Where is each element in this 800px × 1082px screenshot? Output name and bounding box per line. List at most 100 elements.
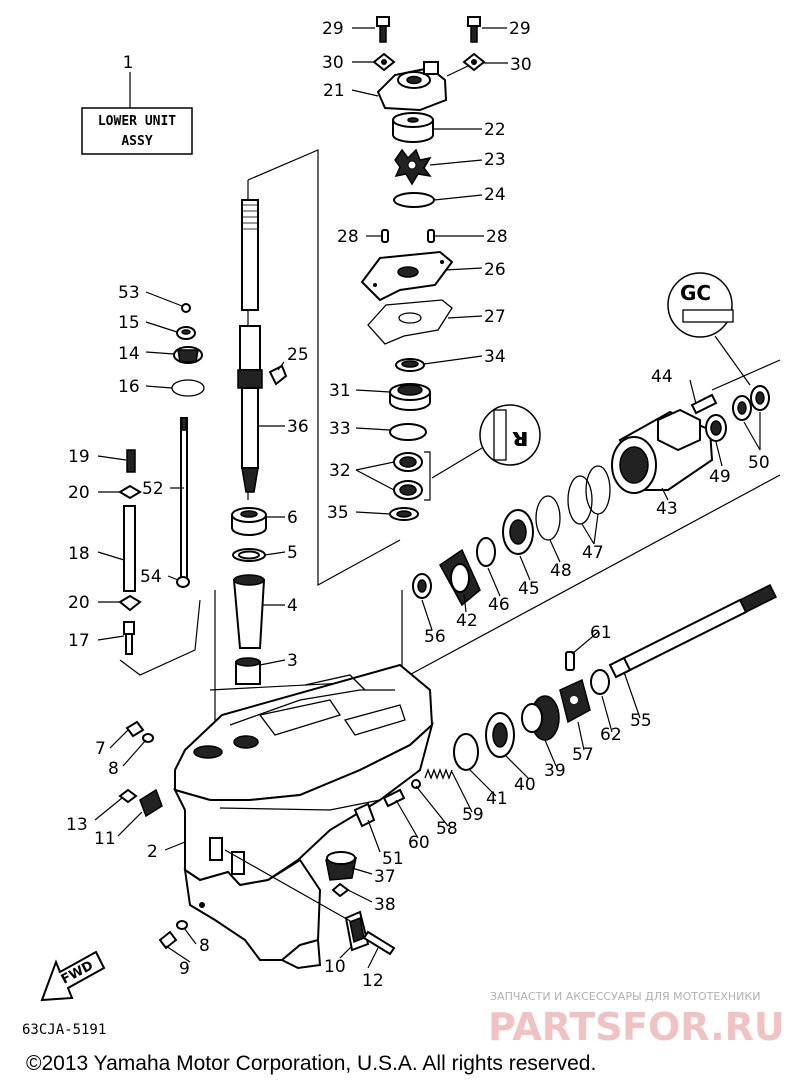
rod-guide-15	[176, 326, 196, 340]
label-9: 9	[179, 959, 190, 979]
label-36: 36	[287, 417, 309, 437]
o-ring-47a	[567, 475, 593, 525]
label-20b: 20	[68, 593, 90, 613]
label-5: 5	[287, 543, 298, 563]
label-20a: 20	[68, 483, 90, 503]
washer-30-left	[372, 52, 396, 72]
reverse-gear-39	[521, 695, 560, 741]
label-24: 24	[484, 185, 506, 205]
needle-bearing-3	[235, 657, 261, 685]
label-40: 40	[514, 775, 536, 795]
label-47: 47	[582, 543, 604, 563]
label-25: 25	[287, 345, 309, 365]
label-28b: 28	[486, 227, 508, 247]
label-41: 41	[486, 789, 508, 809]
outer-plate-26	[360, 250, 454, 302]
assy-box-line1: LOWER UNIT	[98, 114, 176, 129]
label-39: 39	[544, 761, 566, 781]
label-30b: 30	[510, 55, 532, 75]
label-22: 22	[484, 120, 506, 140]
label-38: 38	[374, 895, 396, 915]
shift-rod-group	[118, 303, 205, 655]
bolt-29-left	[376, 16, 390, 43]
label-57: 57	[572, 745, 594, 765]
nut-20-lower	[118, 594, 142, 612]
diagram-code: 63CJA-5191	[22, 1022, 106, 1038]
label-13: 13	[66, 815, 88, 835]
bearing-40	[485, 712, 515, 758]
lower-case-2	[173, 663, 434, 970]
drive-shaft-36	[237, 199, 263, 493]
bearing-6	[231, 507, 267, 536]
svg-text:ᴚ: ᴚ	[512, 423, 529, 453]
label-50: 50	[748, 453, 770, 473]
label-43: 43	[656, 499, 678, 519]
plunger-60	[382, 788, 406, 808]
spring-62	[590, 669, 610, 695]
nut-13	[118, 788, 138, 804]
label-3: 3	[287, 651, 298, 671]
shim-5	[232, 548, 266, 562]
assy-box-line2: ASSY	[121, 134, 152, 149]
bearing-housing-43	[611, 408, 714, 494]
label-34: 34	[484, 347, 506, 367]
pin-28-left	[381, 229, 389, 243]
label-21: 21	[323, 81, 345, 101]
o-ring-16	[171, 379, 205, 397]
clip-53	[181, 303, 191, 313]
label-11: 11	[94, 829, 116, 849]
label-44: 44	[651, 367, 673, 387]
label-19: 19	[68, 447, 90, 467]
fwd-arrow: FWD	[40, 950, 106, 1002]
part-labels: 1 2 3 4 5 6 7 8 8 9 10 11 12 13 14 15 16…	[66, 19, 770, 991]
label-14: 14	[118, 344, 140, 364]
label-26: 26	[484, 260, 506, 280]
label-52: 52	[142, 479, 164, 499]
insert-cartridge-22	[392, 112, 434, 143]
bearing-45	[502, 509, 534, 555]
label-46: 46	[488, 595, 510, 615]
label-1: 1	[123, 53, 134, 73]
label-58: 58	[436, 819, 458, 839]
label-29a: 29	[322, 19, 344, 39]
label-54: 54	[140, 567, 162, 587]
bushing-14	[173, 346, 203, 364]
label-31: 31	[329, 381, 351, 401]
needle-bearing-49	[705, 414, 727, 442]
cam-51	[353, 802, 376, 828]
shift-rod-52	[180, 417, 188, 579]
anode-11	[139, 788, 163, 818]
nut-20-upper	[118, 484, 142, 500]
label-51: 51	[382, 849, 404, 869]
label-33: 33	[329, 419, 351, 439]
pump-housing-21	[376, 61, 448, 112]
label-45: 45	[518, 579, 540, 599]
label-30a: 30	[322, 53, 344, 73]
label-62: 62	[600, 725, 622, 745]
label-23: 23	[484, 150, 506, 170]
bolt-44	[690, 393, 718, 415]
label-28a: 28	[337, 227, 359, 247]
label-10: 10	[324, 957, 346, 977]
pin-28-right	[427, 229, 435, 243]
label-4: 4	[287, 596, 298, 616]
watermark-brand-b: FOR.RU	[622, 1005, 785, 1049]
pinion-gear-37	[325, 851, 357, 881]
oil-seal-34	[395, 358, 425, 372]
label-29b: 29	[509, 19, 531, 39]
label-59: 59	[462, 805, 484, 825]
label-2: 2	[147, 842, 158, 862]
label-48: 48	[550, 561, 572, 581]
label-37: 37	[374, 867, 396, 887]
label-8a: 8	[108, 759, 119, 779]
forward-gear-42	[439, 548, 481, 607]
washer-35	[389, 507, 419, 521]
assembly-guide-lines	[119, 64, 781, 740]
key-25	[268, 364, 288, 386]
prop-shaft-group	[382, 385, 778, 808]
joint-17	[123, 621, 135, 655]
watermark: ЗАПЧАСТИ И АКСЕССУАРЫ ДЛЯ МОТОТЕХНИКИ PA…	[488, 990, 785, 1049]
rod-18	[123, 505, 136, 592]
sleeve-4	[232, 574, 266, 649]
bolt-54	[176, 576, 190, 588]
